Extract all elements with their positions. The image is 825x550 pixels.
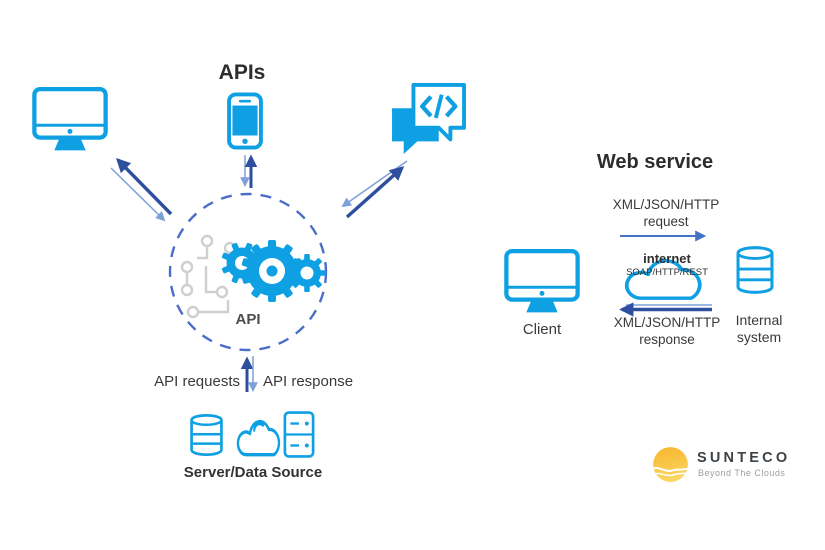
server-rack-icon: [283, 411, 315, 458]
web-service-title: Web service: [596, 151, 714, 173]
client-label: Client: [522, 321, 562, 338]
client-monitor-icon: [504, 248, 580, 313]
api-response-label: API response: [263, 373, 354, 390]
phone-hub-arrows: [240, 154, 258, 188]
database-icon: [190, 414, 223, 456]
code-hub-arrows: [341, 160, 408, 219]
response-label-top: XML/JSON/HTTP: [613, 315, 721, 330]
internet-cloud-label: internet: [643, 251, 691, 266]
api-hub-label: API: [235, 311, 261, 328]
sunteco-logo: SUNTECO Beyond The Clouds: [650, 444, 800, 486]
sun-icon: [653, 447, 688, 482]
circuit-icon: [180, 234, 237, 319]
cloud-icon: [236, 419, 281, 457]
internal-system-label-line1: Internal: [735, 312, 783, 328]
internal-system-label-line2: system: [736, 329, 782, 345]
hub-server-arrows: [240, 356, 258, 392]
code-chat-icon: [392, 83, 466, 155]
gears-icon: [221, 240, 326, 302]
response-arrow: [619, 302, 712, 317]
logo-tagline: Beyond The Clouds: [698, 468, 786, 478]
smartphone-icon: [227, 92, 263, 150]
internal-system-database-icon: [736, 246, 774, 294]
response-label-bottom: response: [639, 332, 695, 347]
api-requests-label: API requests: [154, 373, 240, 390]
server-data-source-label: Server/Data Source: [183, 464, 323, 481]
apis-title: APIs: [218, 61, 266, 84]
logo-brand: SUNTECO: [697, 450, 791, 466]
internet-cloud-sublabel: SOAP/HTTP/REST: [626, 267, 708, 278]
request-label-top: XML/JSON/HTTP: [612, 197, 720, 212]
monitor-hub-arrows: [110, 157, 173, 222]
monitor-icon: [32, 86, 108, 151]
request-label-bottom: request: [643, 214, 689, 229]
internet-cloud-icon: [624, 259, 702, 300]
